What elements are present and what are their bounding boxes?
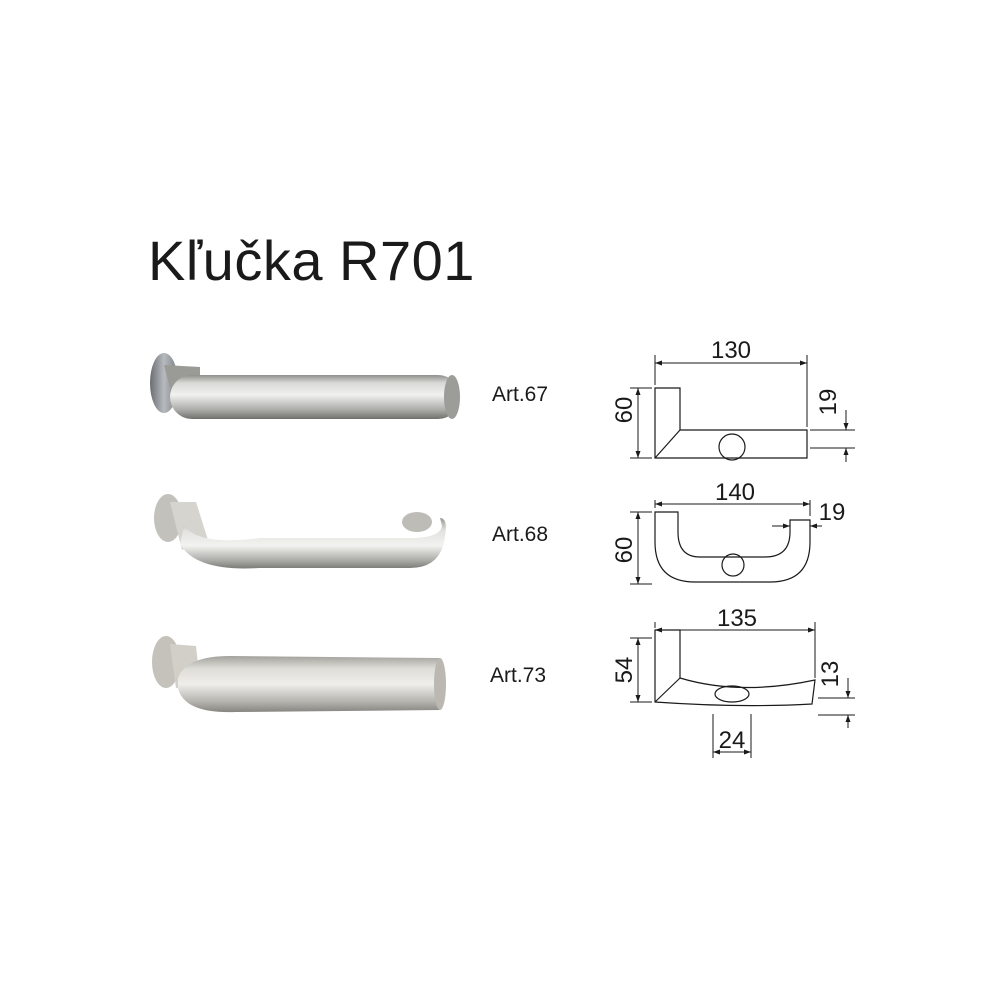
dimension-thickness-art67: 19 bbox=[815, 389, 842, 416]
page-title: Kľučka R701 bbox=[148, 229, 475, 292]
dimension-length-art67: 130 bbox=[711, 337, 751, 364]
handle-photo-art67 bbox=[150, 353, 460, 419]
dimension-length-art73: 135 bbox=[717, 605, 757, 632]
dimension-height-art68: 60 bbox=[611, 537, 638, 564]
dimension-length-art68: 140 bbox=[715, 479, 755, 506]
technical-drawing-art67: 130 60 19 bbox=[611, 337, 855, 462]
article-label-art68: Art.68 bbox=[492, 523, 549, 546]
article-label-art67: Art.67 bbox=[492, 383, 549, 406]
handle-photo-art68 bbox=[154, 494, 446, 569]
technical-drawing-art68: 140 60 19 bbox=[611, 479, 846, 585]
dimension-rosette-art73: 24 bbox=[719, 727, 746, 754]
dimension-thickness-art73: 13 bbox=[817, 661, 844, 688]
dimension-height-art67: 60 bbox=[611, 397, 638, 424]
technical-drawing-art73: 135 54 13 24 bbox=[611, 605, 855, 758]
article-label-art73: Art.73 bbox=[490, 664, 547, 687]
dimension-height-art73: 54 bbox=[611, 657, 638, 684]
dimension-thickness-art68: 19 bbox=[819, 499, 846, 526]
handle-photo-art73 bbox=[152, 636, 446, 713]
